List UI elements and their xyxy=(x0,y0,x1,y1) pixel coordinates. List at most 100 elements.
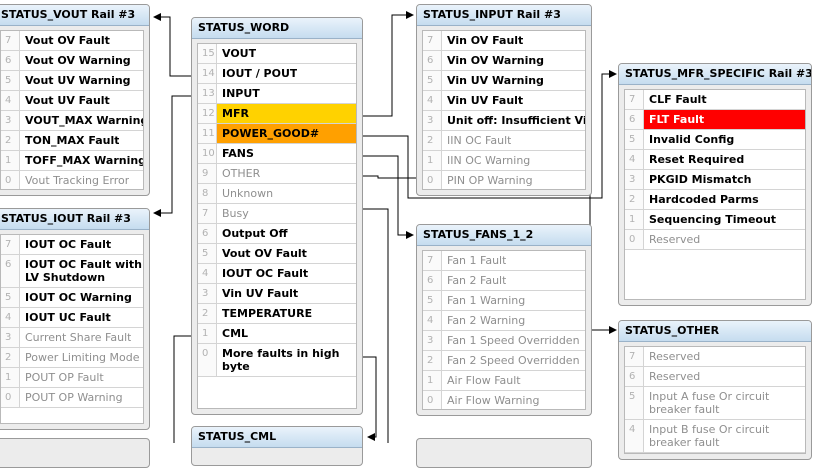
arrow-vout xyxy=(153,13,192,77)
bit-number: 8 xyxy=(198,184,217,203)
bit-number: 3 xyxy=(423,331,442,350)
status-input-title: STATUS_INPUT Rail #3 xyxy=(417,5,591,26)
bit-label: Power Limiting Mode xyxy=(25,351,140,364)
word-bit-row: 14 IOUT / POUT xyxy=(198,64,356,84)
bit-number: 3 xyxy=(625,170,644,189)
bit-number: 11 xyxy=(198,124,217,143)
bit-number: 6 xyxy=(1,255,20,287)
input-bit-row: 4 Vin UV Fault xyxy=(423,91,585,111)
vout-bit-row: 5 Vout UV Warning xyxy=(1,71,143,91)
status-cml-title: STATUS_CML xyxy=(192,427,362,448)
bit-label: Vout OV Fault xyxy=(222,247,307,260)
bit-number: 5 xyxy=(1,288,20,307)
bit-label: Vin OV Warning xyxy=(447,54,545,67)
bit-label: Reserved xyxy=(649,370,701,383)
bit-number: 1 xyxy=(1,368,20,387)
arrow-cml xyxy=(358,356,377,441)
fans-bit-row: 5 Fan 1 Warning xyxy=(423,291,585,311)
fans-bit-row: 4 Fan 2 Warning xyxy=(423,311,585,331)
bit-label: POUT OP Warning xyxy=(25,391,123,404)
bit-label: Current Share Fault xyxy=(25,331,132,344)
word-bit-row: 10 FANS xyxy=(198,144,356,164)
bit-number: 1 xyxy=(423,151,442,170)
bit-label: Input A fuse Or circuit breaker fault xyxy=(649,390,770,416)
bit-label: Vout UV Warning xyxy=(25,74,131,87)
bit-number: 4 xyxy=(423,311,442,330)
bit-number: 1 xyxy=(423,371,442,390)
bit-label: Reserved xyxy=(649,350,701,363)
bit-label: POUT OP Fault xyxy=(25,371,104,384)
bit-number: 0 xyxy=(625,230,644,249)
bit-number: 2 xyxy=(1,131,20,150)
bit-label: FLT Fault xyxy=(644,110,805,129)
bit-label: Fan 2 Warning xyxy=(447,314,526,327)
status-word-title: STATUS_WORD xyxy=(192,18,362,39)
bit-label: Input B fuse Or circuit breaker fault xyxy=(649,423,770,449)
bit-number: 4 xyxy=(423,91,442,110)
bit-number: 7 xyxy=(625,90,644,109)
bit-label: Fan 2 Speed Overridden xyxy=(447,354,580,367)
bit-number: 7 xyxy=(1,31,20,50)
bit-label: Output Off xyxy=(222,227,288,240)
bit-label: Busy xyxy=(222,207,249,220)
bit-number: 7 xyxy=(1,235,20,254)
bit-label: IOUT OC Warning xyxy=(25,291,132,304)
status-vout-title: STATUS_VOUT Rail #3 xyxy=(0,5,149,26)
bit-number: 6 xyxy=(1,51,20,70)
status-cml-panel: STATUS_CML xyxy=(191,426,363,466)
bit-label: IOUT / POUT xyxy=(222,67,298,80)
bit-label: Fan 1 Warning xyxy=(447,294,526,307)
bit-label: Fan 2 Fault xyxy=(447,274,507,287)
bit-number: 5 xyxy=(625,130,644,149)
fans-bit-row: 3 Fan 1 Speed Overridden xyxy=(423,331,585,351)
bit-label: Fan 1 Speed Overridden xyxy=(447,334,580,347)
bit-number: 9 xyxy=(198,164,217,183)
bit-label: Hardcoded Parms xyxy=(649,193,759,206)
bit-label: Vin UV Fault xyxy=(447,94,524,107)
bit-number: 10 xyxy=(198,144,217,163)
bit-number: 1 xyxy=(1,151,20,170)
bit-label: IOUT OC Fault xyxy=(222,267,309,280)
bit-label: IOUT OC Fault with LV Shutdown xyxy=(25,258,142,284)
bit-number: 3 xyxy=(1,328,20,347)
bit-number: 5 xyxy=(423,291,442,310)
bit-number: 5 xyxy=(1,71,20,90)
bit-number: 3 xyxy=(423,111,442,130)
bit-label: VOUT_MAX Warning xyxy=(25,114,143,127)
bit-label: FANS xyxy=(222,147,254,160)
bit-number: 14 xyxy=(198,64,217,83)
bit-number: 7 xyxy=(423,251,442,270)
bit-label: TEMPERATURE xyxy=(222,307,313,320)
bit-number: 5 xyxy=(423,71,442,90)
bit-number: 2 xyxy=(1,348,20,367)
bit-label: VOUT xyxy=(222,47,257,60)
